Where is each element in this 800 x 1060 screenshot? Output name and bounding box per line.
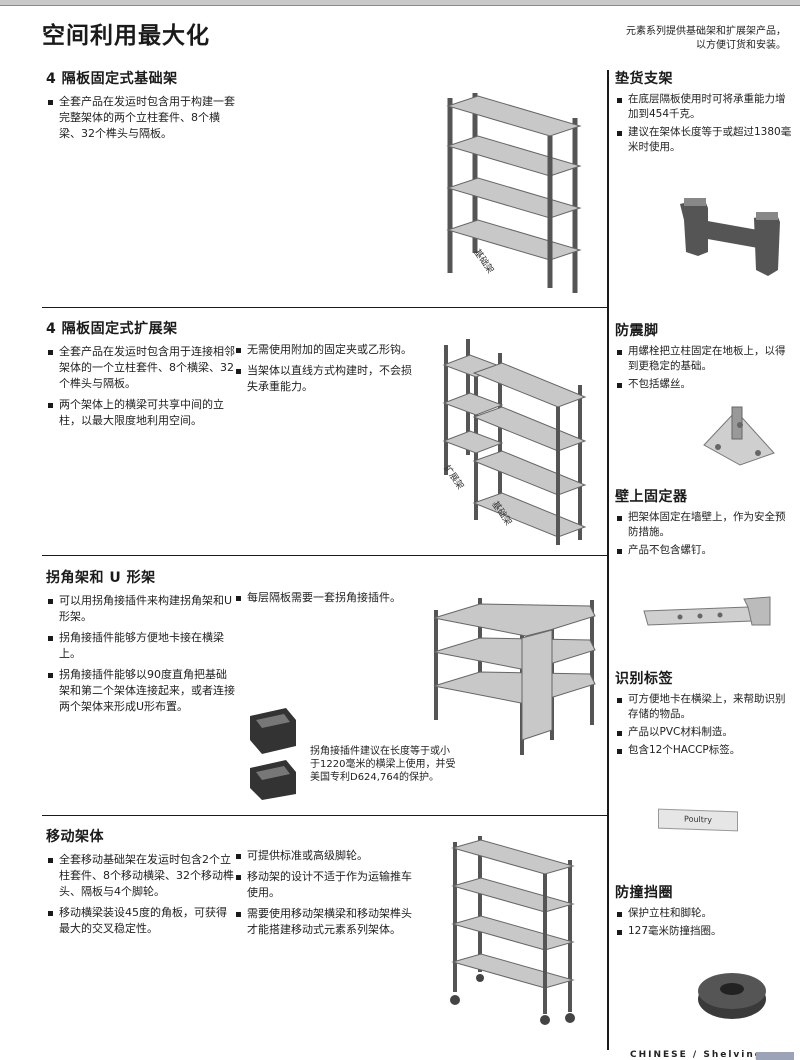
top-bar <box>0 0 800 6</box>
caption-line: 拐角接插件建议在长度等于或小 <box>310 746 450 757</box>
bullet-list: 在底层隔板使用时可将承重能力增加到454千克。 建议在架体长度等于或超过1380… <box>615 92 795 155</box>
section-title: 移动架体 <box>46 829 104 845</box>
footer-accent-bar <box>756 1052 794 1060</box>
extension-shelf-image <box>442 339 587 545</box>
bullet-item: 建议在架体长度等于或超过1380毫米时使用。 <box>615 125 795 155</box>
bumper-image <box>698 973 766 1019</box>
base-shelf-image <box>446 93 582 293</box>
sidebar-title: 防震脚 <box>615 323 659 339</box>
bullet-item: 产品以PVC材料制造。 <box>615 725 795 740</box>
bullet-item: 每层隔板需要一套拐角接插件。 <box>234 590 404 606</box>
bullet-item: 可提供标准或高级脚轮。 <box>234 848 414 864</box>
bullet-item: 用螺栓把立柱固定在地板上，以得到更稳定的基础。 <box>615 344 795 374</box>
bullet-item: 全套产品在发运时包含用于构建一套完整架体的两个立柱套件、8个横梁、32个榫头与隔… <box>46 94 236 142</box>
bullet-list: 保护立柱和脚轮。 127毫米防撞挡圈。 <box>615 906 795 939</box>
sidebar-title: 壁上固定器 <box>615 489 688 505</box>
bullet-list: 可提供标准或高级脚轮。 移动架的设计不适于作为运输推车使用。 需要使用移动架横梁… <box>234 848 414 938</box>
section-extension-shelf-col2: 无需使用附加的固定夹或乙形钩。 当架体以直线方式构建时，不会损失承重能力。 <box>234 342 414 400</box>
bullet-item: 包含12个HACCP标签。 <box>615 743 795 758</box>
sidebar-bumper: 防撞挡圈 保护立柱和脚轮。 127毫米防撞挡圈。 <box>615 882 795 942</box>
bullet-list: 可以用拐角接插件来构建拐角架和U形架。 拐角接插件能够方便地卡接在横梁上。 拐角… <box>46 593 236 715</box>
section-divider <box>42 815 607 816</box>
sidebar-seismic-foot: 防震脚 用螺栓把立柱固定在地板上，以得到更稳定的基础。 不包括螺丝。 <box>615 320 795 395</box>
header-note-line: 元素系列提供基础架和扩展架产品， <box>626 26 786 37</box>
sidebar-title: 垫货支架 <box>615 71 673 87</box>
bullet-item: 不包括螺丝。 <box>615 377 795 392</box>
bullet-item: 移动横梁装设45度的角板，可获得最大的交叉稳定性。 <box>46 905 236 937</box>
seismic-foot-image <box>703 406 775 466</box>
wall-mount-image <box>643 596 771 626</box>
section-base-shelf: 4 隔板固定式基础架 全套产品在发运时包含用于构建一套完整架体的两个立柱套件、8… <box>46 68 236 147</box>
caption-line: 美国专利D624,764的保护。 <box>310 772 440 783</box>
bullet-item: 无需使用附加的固定夹或乙形钩。 <box>234 342 414 358</box>
bullet-list: 无需使用附加的固定夹或乙形钩。 当架体以直线方式构建时，不会损失承重能力。 <box>234 342 414 395</box>
section-mobile-shelf-col2: 可提供标准或高级脚轮。 移动架的设计不适于作为运输推车使用。 需要使用移动架横梁… <box>234 848 414 943</box>
bullet-item: 需要使用移动架横梁和移动架榫头才能搭建移动式元素系列架体。 <box>234 906 414 938</box>
dunnage-support-image <box>680 198 780 276</box>
section-corner-shelf-col2: 每层隔板需要一套拐角接插件。 <box>234 590 404 611</box>
id-label-tag: Poultry <box>658 808 738 832</box>
section-corner-shelf: 拐角架和 U 形架 可以用拐角接插件来构建拐角架和U形架。 拐角接插件能够方便地… <box>46 567 236 720</box>
footer-text: CHINESE / Shelving <box>630 1050 764 1060</box>
page-title: 空间利用最大化 <box>42 23 210 49</box>
bullet-item: 可方便地卡在横梁上，来帮助识别存储的物品。 <box>615 692 795 722</box>
section-divider <box>42 555 607 556</box>
bullet-item: 产品不包含螺钉。 <box>615 543 795 558</box>
section-divider <box>42 307 607 308</box>
sidebar-title: 识别标签 <box>615 671 673 687</box>
bullet-item: 拐角接插件能够方便地卡接在横梁上。 <box>46 630 236 662</box>
bullet-item: 127毫米防撞挡圈。 <box>615 924 795 939</box>
mobile-shelf-image <box>450 836 575 1025</box>
sidebar-id-label: 识别标签 可方便地卡在横梁上，来帮助识别存储的物品。 产品以PVC材料制造。 包… <box>615 668 795 761</box>
column-divider <box>607 70 609 1050</box>
bullet-list: 全套移动基础架在发运时包含2个立柱套件、8个移动横梁、32个移动榫头、隔板与4个… <box>46 852 236 937</box>
bullet-item: 把架体固定在墙壁上，作为安全预防措施。 <box>615 510 795 540</box>
bullet-list: 可方便地卡在横梁上，来帮助识别存储的物品。 产品以PVC材料制造。 包含12个H… <box>615 692 795 758</box>
bullet-list: 全套产品在发运时包含用于构建一套完整架体的两个立柱套件、8个横梁、32个榫头与隔… <box>46 94 236 142</box>
bullet-item: 全套移动基础架在发运时包含2个立柱套件、8个移动横梁、32个移动榫头、隔板与4个… <box>46 852 236 900</box>
corner-connector-caption: 拐角接插件建议在长度等于或小 于1220毫米的横梁上使用，并受 美国专利D624… <box>310 745 480 784</box>
section-title: 4 隔板固定式基础架 <box>46 71 178 87</box>
header-note: 元素系列提供基础架和扩展架产品， 以方便订货和安装。 <box>626 25 786 53</box>
corner-connector-image <box>250 708 296 800</box>
header-note-line: 以方便订货和安装。 <box>696 40 786 51</box>
sidebar-title: 防撞挡圈 <box>615 885 673 901</box>
bullet-item: 拐角接插件能够以90度直角把基础架和第二个架体连接起来，或者连接两个架体来形成U… <box>46 667 236 715</box>
bullet-item: 全套产品在发运时包含用于连接相邻架体的一个立柱套件、8个横梁、32个榫头与隔板。 <box>46 344 236 392</box>
bullet-list: 把架体固定在墙壁上，作为安全预防措施。 产品不包含螺钉。 <box>615 510 795 558</box>
bullet-item: 保护立柱和脚轮。 <box>615 906 795 921</box>
section-title: 拐角架和 U 形架 <box>46 570 156 586</box>
section-extension-shelf: 4 隔板固定式扩展架 全套产品在发运时包含用于连接相邻架体的一个立柱套件、8个横… <box>46 318 236 434</box>
bullet-item: 两个架体上的横梁可共享中间的立柱，以最大限度地利用空间。 <box>46 397 236 429</box>
bullet-item: 移动架的设计不适于作为运输推车使用。 <box>234 869 414 901</box>
bullet-list: 全套产品在发运时包含用于连接相邻架体的一个立柱套件、8个横梁、32个榫头与隔板。… <box>46 344 236 429</box>
corner-shelf-image <box>433 598 596 755</box>
bullet-item: 当架体以直线方式构建时，不会损失承重能力。 <box>234 363 414 395</box>
caption-line: 于1220毫米的横梁上使用，并受 <box>310 759 456 770</box>
sidebar-wall-mount: 壁上固定器 把架体固定在墙壁上，作为安全预防措施。 产品不包含螺钉。 <box>615 486 795 561</box>
bullet-item: 在底层隔板使用时可将承重能力增加到454千克。 <box>615 92 795 122</box>
section-title: 4 隔板固定式扩展架 <box>46 321 178 337</box>
bullet-item: 可以用拐角接插件来构建拐角架和U形架。 <box>46 593 236 625</box>
section-mobile-shelf: 移动架体 全套移动基础架在发运时包含2个立柱套件、8个移动横梁、32个移动榫头、… <box>46 826 236 942</box>
bullet-list: 用螺栓把立柱固定在地板上，以得到更稳定的基础。 不包括螺丝。 <box>615 344 795 392</box>
sidebar-dunnage-rack: 垫货支架 在底层隔板使用时可将承重能力增加到454千克。 建议在架体长度等于或超… <box>615 68 795 158</box>
bullet-list: 每层隔板需要一套拐角接插件。 <box>234 590 404 606</box>
